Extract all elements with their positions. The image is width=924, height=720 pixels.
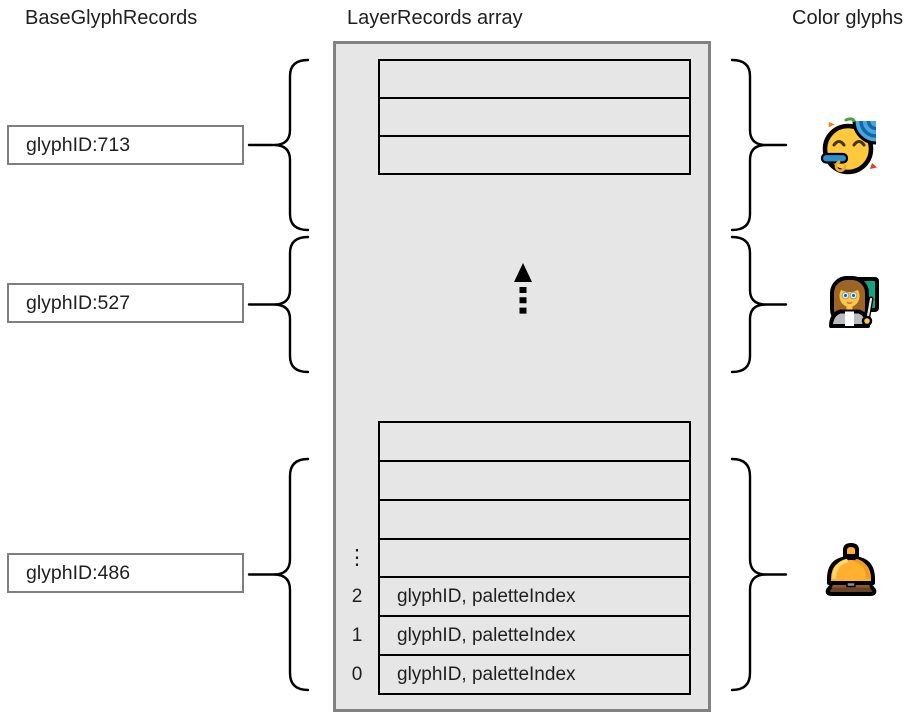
layer-records-group-bottom: glyphID, paletteIndex glyphID, paletteIn… bbox=[378, 421, 691, 695]
right-brace-713 bbox=[730, 58, 788, 232]
layer-index-2: 2 bbox=[351, 586, 363, 608]
base-glyph-records-title: BaseGlyphRecords bbox=[25, 7, 198, 29]
layer-index-ellipsis: ⋮ bbox=[346, 546, 368, 570]
layer-index-cell bbox=[342, 460, 372, 499]
layer-index-column: ⋮ 2 1 0 bbox=[342, 421, 372, 695]
woman-teacher-emoji bbox=[829, 276, 879, 328]
base-glyph-record-486: glyphID:486 bbox=[7, 553, 244, 593]
base-glyph-record-527: glyphID:527 bbox=[7, 283, 244, 323]
partying-face-emoji bbox=[820, 117, 877, 175]
left-brace-486 bbox=[247, 457, 310, 692]
layer-record-row bbox=[380, 462, 689, 501]
dashed-up-arrow-icon bbox=[514, 263, 532, 314]
layer-record-label: glyphID, paletteIndex bbox=[397, 663, 576, 685]
layer-index-0: 0 bbox=[351, 664, 363, 686]
layer-record-row bbox=[380, 137, 689, 173]
color-glyphs-title: Color glyphs bbox=[792, 7, 904, 29]
layer-index-cell bbox=[342, 499, 372, 538]
layer-records-group-top bbox=[378, 59, 691, 175]
layer-record-row: glyphID, paletteIndex bbox=[380, 578, 689, 618]
layer-index-1: 1 bbox=[351, 625, 363, 647]
left-brace-527 bbox=[247, 235, 310, 374]
layer-record-label: glyphID, paletteIndex bbox=[397, 624, 576, 646]
layer-record-label: glyphID, paletteIndex bbox=[397, 585, 576, 607]
bellhop-bell-emoji bbox=[825, 543, 877, 596]
right-brace-486 bbox=[730, 457, 788, 692]
layer-record-row bbox=[380, 423, 689, 462]
layer-record-row bbox=[380, 61, 689, 99]
right-brace-527 bbox=[730, 235, 788, 374]
layer-record-row bbox=[380, 540, 689, 579]
layer-records-array-title: LayerRecords array bbox=[347, 7, 523, 29]
layer-record-row: glyphID, paletteIndex bbox=[380, 617, 689, 657]
layer-record-row bbox=[380, 501, 689, 540]
base-glyph-record-713: glyphID:713 bbox=[7, 125, 244, 165]
layer-index-cell bbox=[342, 421, 372, 460]
left-brace-713 bbox=[247, 58, 310, 232]
layer-record-row bbox=[380, 99, 689, 137]
layer-record-row: glyphID, paletteIndex bbox=[380, 656, 689, 693]
